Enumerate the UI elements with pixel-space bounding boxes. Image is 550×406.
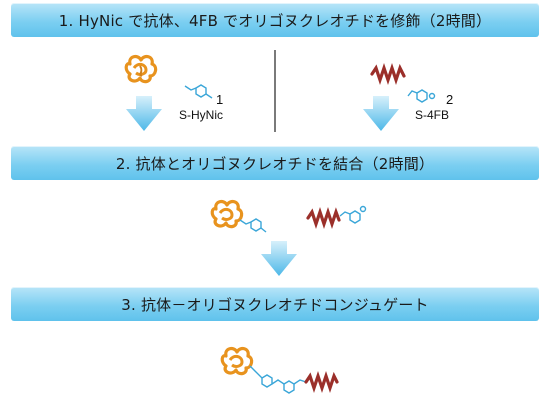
down-arrow-left-icon	[126, 96, 162, 131]
hynic-molecule-icon	[184, 84, 213, 99]
step-3-banner: 3. 抗体－オリゴヌクレオチドコンジュゲート	[11, 287, 539, 321]
conjugate-antibody-icon	[220, 346, 254, 376]
4fb-number: 2	[446, 92, 454, 107]
step-2-banner: 2. 抗体とオリゴヌクレオチドを結合（2時間）	[11, 146, 539, 180]
conjugate-oligonucleotide-icon	[304, 370, 339, 394]
down-arrow-center-icon	[261, 241, 297, 276]
step-3-label: 3. 抗体－オリゴヌクレオチドコンジュゲート	[121, 295, 429, 314]
4fb-linker-icon	[339, 205, 367, 224]
conjugate-linker-icon	[249, 365, 307, 394]
step-1-banner: 1. HyNic で抗体、4FB でオリゴヌクレオチドを修飾（2時間）	[11, 3, 539, 37]
hynic-name: S-HyNic	[179, 108, 223, 122]
step-1-label: 1. HyNic で抗体、4FB でオリゴヌクレオチドを修飾（2時間）	[58, 11, 492, 30]
antibody-icon	[124, 54, 158, 84]
hynic-number: 1	[216, 92, 224, 107]
down-arrow-right-icon	[363, 96, 399, 131]
oligonucleotide-icon	[370, 62, 406, 86]
4fb-name: S-4FB	[415, 108, 450, 122]
step-2-label: 2. 抗体とオリゴヌクレオチドを結合（2時間）	[115, 154, 435, 173]
modified-antibody-icon	[210, 199, 244, 229]
modified-oligonucleotide-icon	[306, 206, 341, 230]
hynic-linker-icon	[239, 218, 267, 233]
4fb-molecule-icon	[407, 89, 436, 103]
